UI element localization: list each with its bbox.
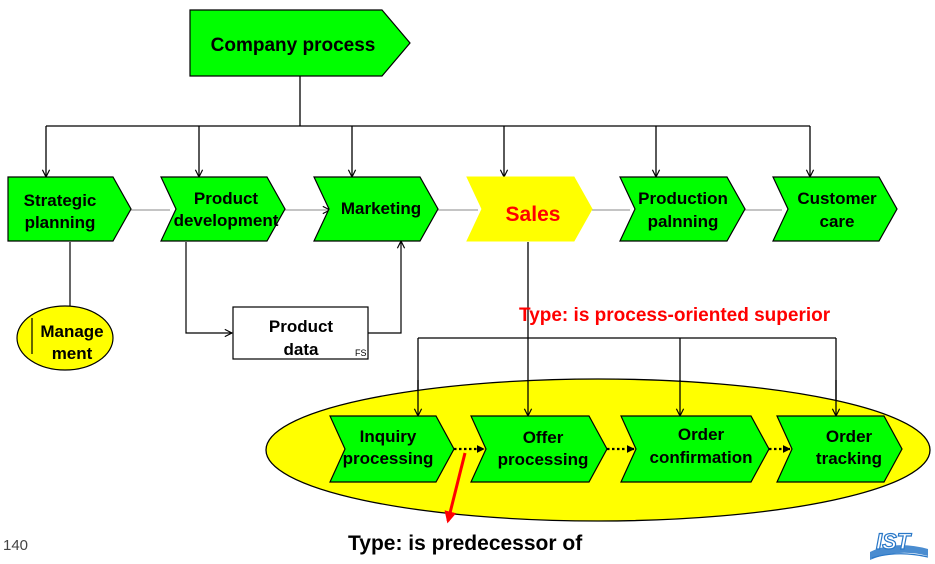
- customer-care-label-2: care: [820, 212, 855, 231]
- sales-label: Sales: [506, 203, 561, 226]
- order-tracking-node[interactable]: Order tracking: [776, 415, 903, 483]
- ist-logo-text: IST: [876, 529, 912, 554]
- product-development-label-2: development: [174, 211, 279, 230]
- customer-care-label-1: Customer: [797, 189, 877, 208]
- sales-node[interactable]: Sales: [466, 176, 593, 242]
- product-data-connectors: [185, 241, 401, 333]
- company-process-label: Company process: [211, 35, 376, 56]
- strategic-planning-label-2: planning: [25, 213, 96, 232]
- inquiry-processing-node[interactable]: Inquiry processing: [329, 415, 455, 483]
- production-planning-node[interactable]: Production palnning: [619, 176, 746, 242]
- top-connectors: [46, 76, 810, 177]
- offer-processing-node[interactable]: Offer processing: [470, 415, 608, 483]
- predecessor-pointer-arrow: [444, 452, 467, 524]
- product-data-label-1: Product: [269, 317, 334, 336]
- product-data-label-2: data: [284, 340, 320, 359]
- marketing-node[interactable]: Marketing: [313, 176, 439, 242]
- production-planning-label-2: palnning: [648, 212, 719, 231]
- product-development-label-1: Product: [194, 189, 259, 208]
- strategic-planning-label-1: Strategic: [24, 191, 97, 210]
- order-tracking-label-2: tracking: [816, 449, 882, 468]
- management-node[interactable]: Manage ment: [16, 305, 114, 371]
- offer-processing-label-2: processing: [498, 450, 589, 469]
- ist-logo: IST: [870, 528, 929, 560]
- order-tracking-label-1: Order: [826, 427, 873, 446]
- inquiry-processing-label-1: Inquiry: [360, 427, 417, 446]
- superior-annotation: Type: is process-oriented superior: [519, 305, 831, 326]
- order-confirmation-node[interactable]: Order confirmation: [620, 415, 770, 483]
- company-process-node[interactable]: Company process: [189, 9, 411, 77]
- product-data-fs-tag: FS: [355, 348, 367, 358]
- order-confirmation-label-1: Order: [678, 425, 725, 444]
- predecessor-annotation: Type: is predecessor of: [348, 532, 583, 555]
- offer-processing-label-1: Offer: [523, 428, 564, 447]
- order-confirmation-label-2: confirmation: [650, 448, 753, 467]
- page-number: 140: [3, 537, 28, 554]
- inquiry-processing-label-2: processing: [343, 449, 434, 468]
- marketing-label: Marketing: [341, 199, 421, 218]
- production-planning-label-1: Production: [638, 189, 728, 208]
- customer-care-node[interactable]: Customer care: [772, 176, 898, 242]
- product-development-node[interactable]: Product development: [160, 176, 286, 242]
- management-label-2: ment: [52, 344, 93, 363]
- product-data-node[interactable]: Product data FS: [232, 306, 369, 360]
- management-label-1: Manage: [40, 322, 103, 341]
- ellipse-connectors: [418, 380, 836, 416]
- strategic-planning-node[interactable]: Strategic planning: [7, 176, 132, 242]
